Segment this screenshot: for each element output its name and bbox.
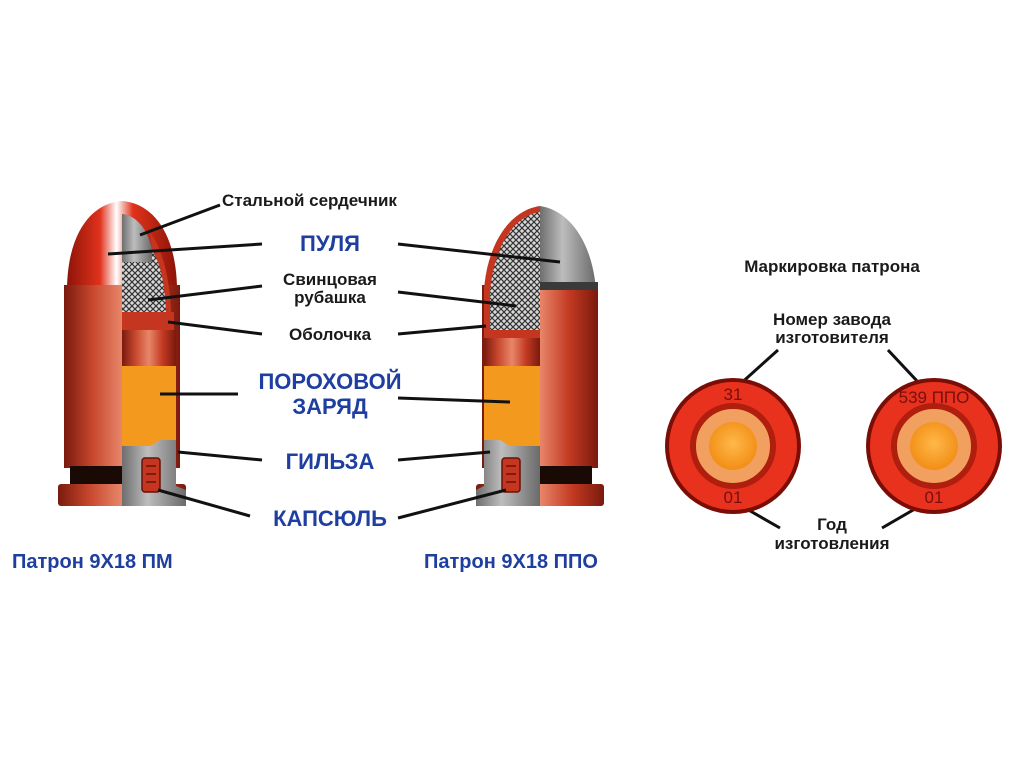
label-steel-core: Стальной сердечник xyxy=(222,191,397,210)
steel-core-pm xyxy=(122,214,152,262)
marking-title: Маркировка патрона xyxy=(744,257,920,276)
stamp-left-top: 31 xyxy=(724,385,743,404)
cartridge-pm xyxy=(58,201,186,506)
label-primer: КАПСЮЛЬ xyxy=(273,506,387,531)
powder-charge-pm xyxy=(122,366,176,446)
powder-charge-ppo xyxy=(484,366,540,446)
primer-ppo xyxy=(501,457,521,493)
lead-jacket-ppo xyxy=(484,206,540,334)
primer-pm xyxy=(141,457,161,493)
case-inner-pm xyxy=(122,330,176,366)
label-factory-line1: Номер завода xyxy=(773,310,891,329)
label-powder-line1: ПОРОХОВОЙ xyxy=(258,369,401,394)
case-inner-ppo xyxy=(484,338,540,366)
lead-jacket-pm xyxy=(122,250,166,312)
label-factory-line2: изготовителя xyxy=(775,328,889,347)
label-powder-line2: ЗАРЯД xyxy=(292,394,368,419)
caption-left: Патрон 9Х18 ПМ xyxy=(12,551,173,573)
leader-lines xyxy=(107,203,561,520)
shell-pm xyxy=(122,312,174,330)
cartridge-ppo xyxy=(476,206,604,506)
case-head-left: 31 01 xyxy=(665,378,801,514)
label-shell: Оболочка xyxy=(289,325,372,344)
marking-section: Маркировка патрона Номер завода изготови… xyxy=(665,257,1002,553)
bullet-nose-ppo xyxy=(540,206,596,290)
label-lead-jacket-line1: Свинцовая xyxy=(283,270,377,289)
stamp-left-bottom: 01 xyxy=(724,488,743,507)
stamp-right-bottom: 01 xyxy=(925,488,944,507)
stamp-right-top: 539 ППО xyxy=(899,388,970,407)
label-year-line2: изготовления xyxy=(774,534,889,553)
case-head-right: 539 ППО 01 xyxy=(866,378,1002,514)
label-bullet: ПУЛЯ xyxy=(300,231,360,256)
shell-ppo xyxy=(484,206,540,336)
caption-right: Патрон 9Х18 ППО xyxy=(424,551,598,573)
label-case: ГИЛЬЗА xyxy=(286,449,375,474)
label-year-line1: Год xyxy=(817,515,847,534)
label-lead-jacket-line2: рубашка xyxy=(294,288,366,307)
